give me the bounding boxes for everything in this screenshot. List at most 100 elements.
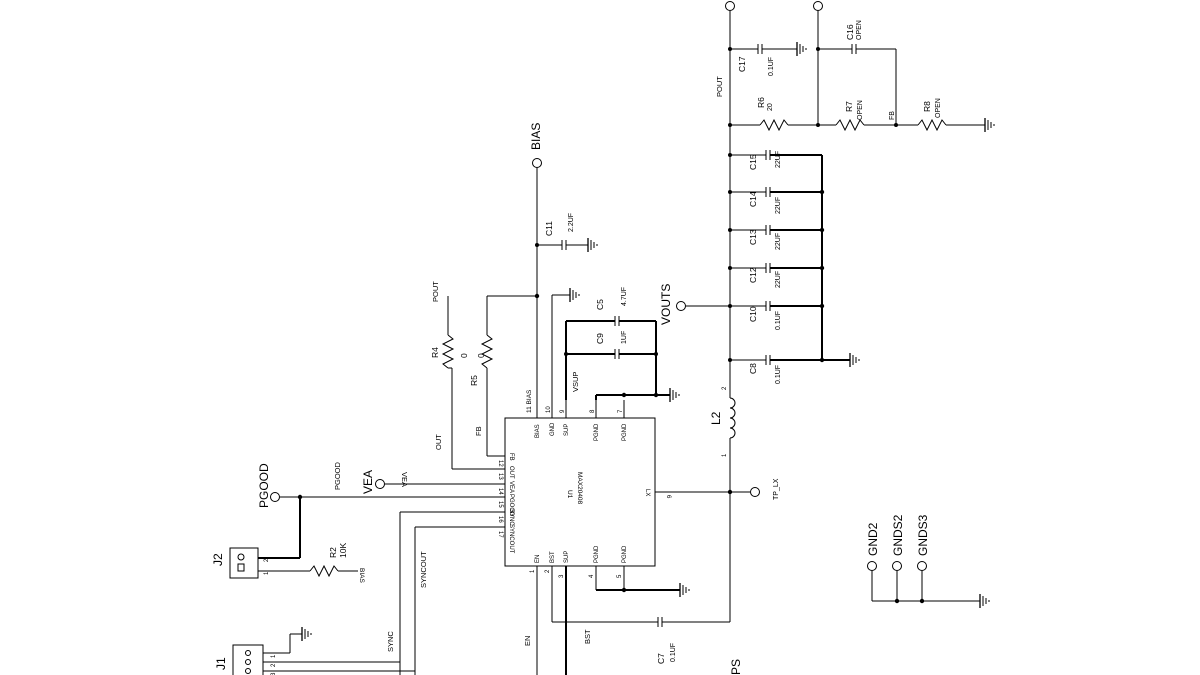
l2-ref: L2 (709, 411, 723, 425)
out-label: OUT (434, 434, 443, 450)
c12-ref: C12 (748, 267, 758, 283)
output-rail: POUT (715, 1, 735, 362)
c13-ref: C13 (748, 229, 758, 245)
pgood-small-label: PGOOD (333, 461, 342, 490)
sync-nets: SYNCOUT SYNC (386, 512, 428, 675)
u1-ic: U1 MAX20408 11 BIAS 10 9 8 7 BIAS GND SU… (280, 389, 730, 675)
c8-value: 0.1UF (775, 365, 782, 384)
pin-13-name: OUT (508, 466, 514, 479)
vea-label: VEA (361, 470, 375, 494)
fb-label: FB (474, 426, 483, 436)
j2-pin1: 1 (264, 571, 270, 575)
c12-value: 22UF (775, 271, 782, 288)
syncout-label: SYNCOUT (419, 551, 428, 588)
pgnd-bottom-ground (596, 582, 690, 598)
pout-right-label: POUT (715, 76, 724, 97)
ic-top-pins: 11 BIAS 10 9 8 7 BIAS GND SUP PGND PGND (526, 389, 628, 441)
r5-value: 0 (476, 353, 486, 358)
r5-ref: R5 (469, 375, 479, 386)
pin-2-name: BST (550, 551, 556, 563)
c7-ref: C7 (656, 653, 666, 664)
vouts-net: VOUTS (659, 284, 732, 325)
pin-5-name: PGND (622, 545, 628, 563)
c9-value: 1UF (621, 331, 628, 344)
pin-4-name: PGND (594, 545, 600, 563)
j2-ref: J2 (211, 553, 225, 566)
pin-3-num: 3 (559, 574, 565, 578)
gnds3-label: GNDS3 (916, 514, 930, 556)
c10-ref: C10 (748, 306, 758, 322)
bootstrap-cap-c7: C7 0.1UF PS EN BST (523, 617, 743, 675)
vea-small-label: VEA (400, 472, 409, 487)
bias-label: BIAS (529, 123, 543, 150)
pin-6-name: LX (644, 489, 650, 496)
pin-1-name: EN (535, 555, 541, 563)
pin-6-num: 6 (665, 495, 671, 499)
j1-pin3: 3 (271, 672, 277, 675)
pin-16-num: 16 (497, 516, 503, 523)
pin-17-num: 17 (497, 531, 503, 538)
c15-value: 22UF (775, 151, 782, 168)
pin-9-name: SUP (564, 424, 570, 436)
pin-12-name: FB (508, 453, 514, 461)
r2-ref: R2 (328, 547, 338, 558)
pin-10-name: GND (550, 422, 556, 436)
gnd-pin-ground (551, 287, 580, 400)
r2-value: 10K (338, 543, 348, 558)
c14-ref: C14 (748, 191, 758, 207)
pout-label: POUT (431, 281, 440, 302)
vsup-caps: C5 4.7UF C9 1UF VSUP (564, 287, 658, 400)
pgnd-top-ground (595, 387, 680, 403)
ground-test-points: GND2 GNDS2 GNDS3 (866, 514, 990, 609)
cap-c17: C17 0.1UF (730, 41, 807, 76)
inductor-l2: L2 2 1 TP_LX (709, 360, 780, 622)
bias-net: BIAS C11 2.2UF (529, 123, 598, 400)
pin-4-num: 4 (589, 574, 595, 578)
r8-ref: R8 (922, 101, 932, 112)
connector-j2: J2 1 2 (211, 547, 310, 579)
c17-value: 0.1UF (768, 57, 775, 76)
pin-7-name: PGND (622, 423, 628, 441)
gnds2-label: GNDS2 (891, 514, 905, 556)
j1-pin1: 1 (271, 654, 277, 658)
c16-value: OPEN (856, 20, 863, 40)
pin-15-num: 15 (497, 501, 503, 508)
output-cap-bank: C15 22UF C14 22UF C13 22UF C12 22UF C10 … (730, 150, 860, 384)
pin-12-num: 12 (497, 460, 503, 467)
c13-value: 22UF (775, 233, 782, 250)
feedback-resistors: POUT R4 0 R5 0 OUT FB (430, 281, 537, 469)
vea-net: VEA VEA (361, 470, 409, 494)
fb-right-label: FB (889, 111, 896, 120)
tp-lx-label: TP_LX (773, 478, 780, 500)
pin-11-label: 11 BIAS (526, 389, 533, 413)
pin-8-num: 8 (590, 409, 596, 413)
r7-value: OPEN (857, 100, 864, 120)
r6-ref: R6 (756, 97, 766, 108)
pgood-label: PGOOD (257, 463, 271, 508)
c5-ref: C5 (595, 299, 605, 310)
r4-ref: R4 (430, 347, 440, 358)
pin-2-num: 2 (545, 569, 551, 573)
en-label: EN (523, 636, 532, 646)
c5-value: 4.7UF (621, 287, 628, 306)
ic-right-pin: 6 LX (644, 489, 730, 499)
pgood-net: PGOOD PGOOD (257, 461, 342, 559)
pin-14-num: 14 (497, 488, 503, 495)
bst-label: BST (583, 629, 592, 644)
vouts-label: VOUTS (659, 284, 673, 325)
ic-bottom-pins: 1 2 3 4 5 EN BST SUP PGND PGND (530, 545, 628, 675)
c14-value: 22UF (775, 197, 782, 214)
resistor-r2: R2 10K BIAS (309, 543, 365, 583)
r4-value: 0 (459, 353, 469, 358)
pin-8-name: PGND (594, 423, 600, 441)
l2-pin-b: 1 (722, 453, 728, 457)
ic-ref: U1 (566, 490, 573, 499)
r8-value: OPEN (935, 98, 942, 118)
pin-3-name: SUP (564, 551, 570, 563)
sync-label: SYNC (386, 631, 395, 652)
ic-left-pins: 12 13 14 15 16 17 FB OUT VEA PGOOD SYNC … (280, 453, 514, 554)
c7-value: 0.1UF (670, 643, 677, 662)
bias-r2-label: BIAS (358, 568, 365, 583)
